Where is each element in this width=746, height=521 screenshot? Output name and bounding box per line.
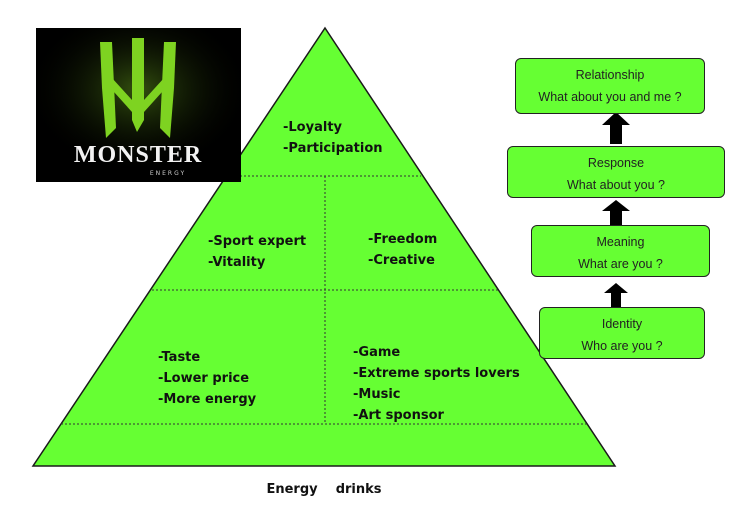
ladder-box-relationship: Relationship What about you and me ?	[515, 58, 705, 114]
pyramid-base-label: Energy drinks	[33, 437, 615, 521]
ladder-box-meaning: Meaning What are you ?	[531, 225, 710, 277]
list-item: -Creative	[368, 253, 435, 268]
base-label-text: Energy drinks	[266, 482, 382, 497]
arrow-up-icon	[602, 112, 630, 144]
arrow-up-icon	[604, 283, 628, 307]
list-item: -Game	[353, 345, 401, 360]
list-item: -Sport expert	[208, 234, 307, 249]
list-item: -Loyalty	[283, 120, 343, 135]
list-item: -Lower price	[158, 371, 250, 386]
logo-subtext: ENERGY	[150, 170, 186, 177]
pyramid-lower-right-list: -Game -Extreme sports lovers -Music -Art…	[353, 342, 520, 426]
pyramid-top-list: -Loyalty -Participation	[283, 117, 383, 159]
arrow-up-icon	[602, 200, 630, 226]
list-item: -Extreme sports lovers	[353, 366, 520, 381]
monster-energy-logo: MONSTER ENERGY	[36, 28, 241, 182]
ladder-box-title: Identity	[601, 317, 643, 331]
ladder-box-title: Relationship	[575, 68, 645, 82]
list-item: -Art sponsor	[353, 408, 444, 423]
ladder-box-question: What about you and me ?	[538, 90, 682, 104]
list-item: -More energy	[158, 392, 257, 407]
pyramid-lower-left-list: -Taste -Lower price -More energy	[158, 347, 256, 410]
pyramid-middle-right-list: -Freedom -Creative	[368, 229, 437, 271]
logo-wordmark: MONSTER	[74, 142, 202, 168]
ladder-box-question: What are you ?	[578, 257, 663, 271]
ladder-box-question: What about you ?	[567, 178, 665, 192]
ladder-box-question: Who are you ?	[581, 339, 663, 353]
ladder-box-response: Response What about you ?	[507, 146, 725, 198]
pyramid-diagram	[31, 26, 630, 467]
list-item: -Vitality	[208, 255, 266, 270]
ladder-box-identity: Identity Who are you ?	[539, 307, 705, 359]
pyramid-shape	[31, 26, 617, 467]
list-item: -Freedom	[368, 232, 438, 247]
list-item: -Music	[353, 387, 401, 402]
pyramid-middle-left-list: -Sport expert -Vitality	[208, 231, 306, 273]
list-item: -Participation	[283, 141, 383, 156]
claw-icon: MONSTER ENERGY	[36, 28, 241, 182]
list-item: -Taste	[158, 350, 201, 365]
ladder-box-title: Meaning	[596, 235, 645, 249]
ladder-box-title: Response	[587, 156, 645, 170]
